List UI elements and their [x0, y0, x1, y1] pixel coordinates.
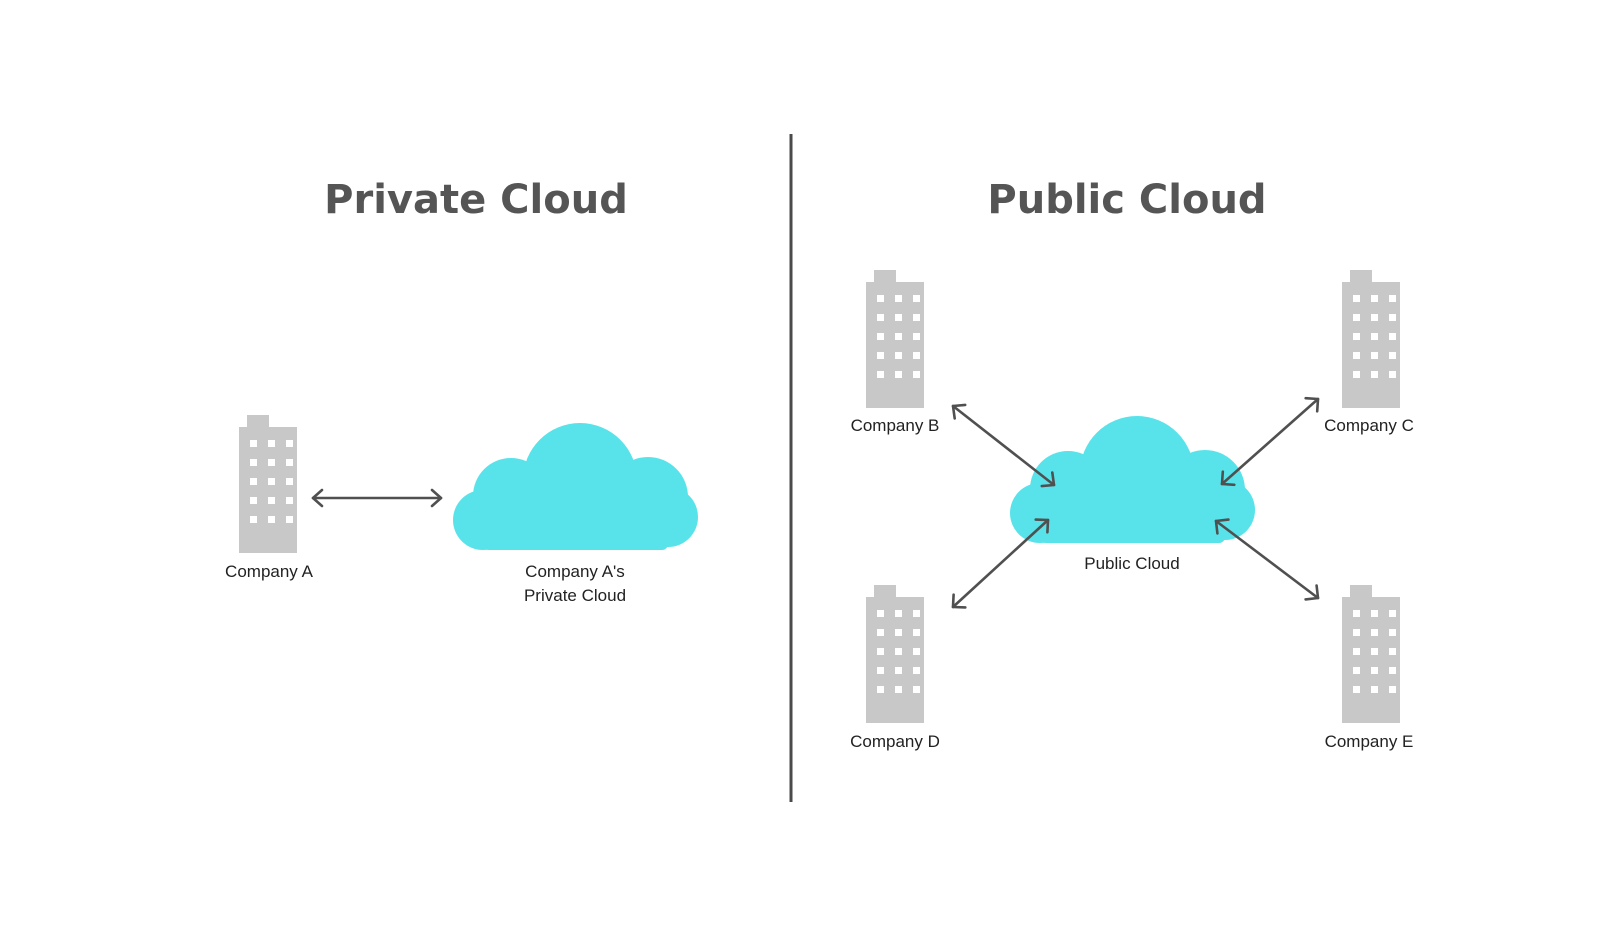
public-cloud-heading: Public Cloud [987, 177, 1266, 223]
building-icon [239, 415, 297, 553]
building-icon [866, 585, 924, 723]
company-e-label: Company E [1325, 732, 1414, 751]
public-cloud-node: Public Cloud [1010, 416, 1255, 573]
company-a-node: Company A [225, 415, 314, 581]
private-cloud-node: Company A's Private Cloud [453, 423, 698, 605]
connection-company-d [951, 518, 1050, 609]
company-b-node: Company B [851, 270, 940, 435]
private-cloud-label-line1: Company A's [525, 562, 625, 581]
connection-company-e [1214, 518, 1320, 601]
double-arrow-icon [1214, 519, 1320, 600]
company-e-node: Company E [1325, 585, 1414, 751]
double-arrow-icon [951, 518, 1050, 609]
building-icon [1342, 585, 1400, 723]
company-c-label: Company C [1324, 416, 1414, 435]
company-d-node: Company D [850, 585, 940, 751]
building-icon [866, 270, 924, 408]
company-a-label: Company A [225, 562, 314, 581]
building-icon [1342, 270, 1400, 408]
public-cloud-label: Public Cloud [1084, 554, 1179, 573]
cloud-icon [453, 423, 698, 550]
company-c-node: Company C [1324, 270, 1414, 435]
private-connection [311, 488, 443, 508]
company-b-label: Company B [851, 416, 940, 435]
double-arrow-icon [951, 404, 1056, 487]
private-cloud-label-line2: Private Cloud [524, 586, 626, 605]
connection-company-c [1220, 396, 1320, 487]
connection-company-b [951, 403, 1056, 488]
private-cloud-heading: Private Cloud [324, 177, 628, 223]
double-arrow-icon [1220, 397, 1320, 486]
company-d-label: Company D [850, 732, 940, 751]
